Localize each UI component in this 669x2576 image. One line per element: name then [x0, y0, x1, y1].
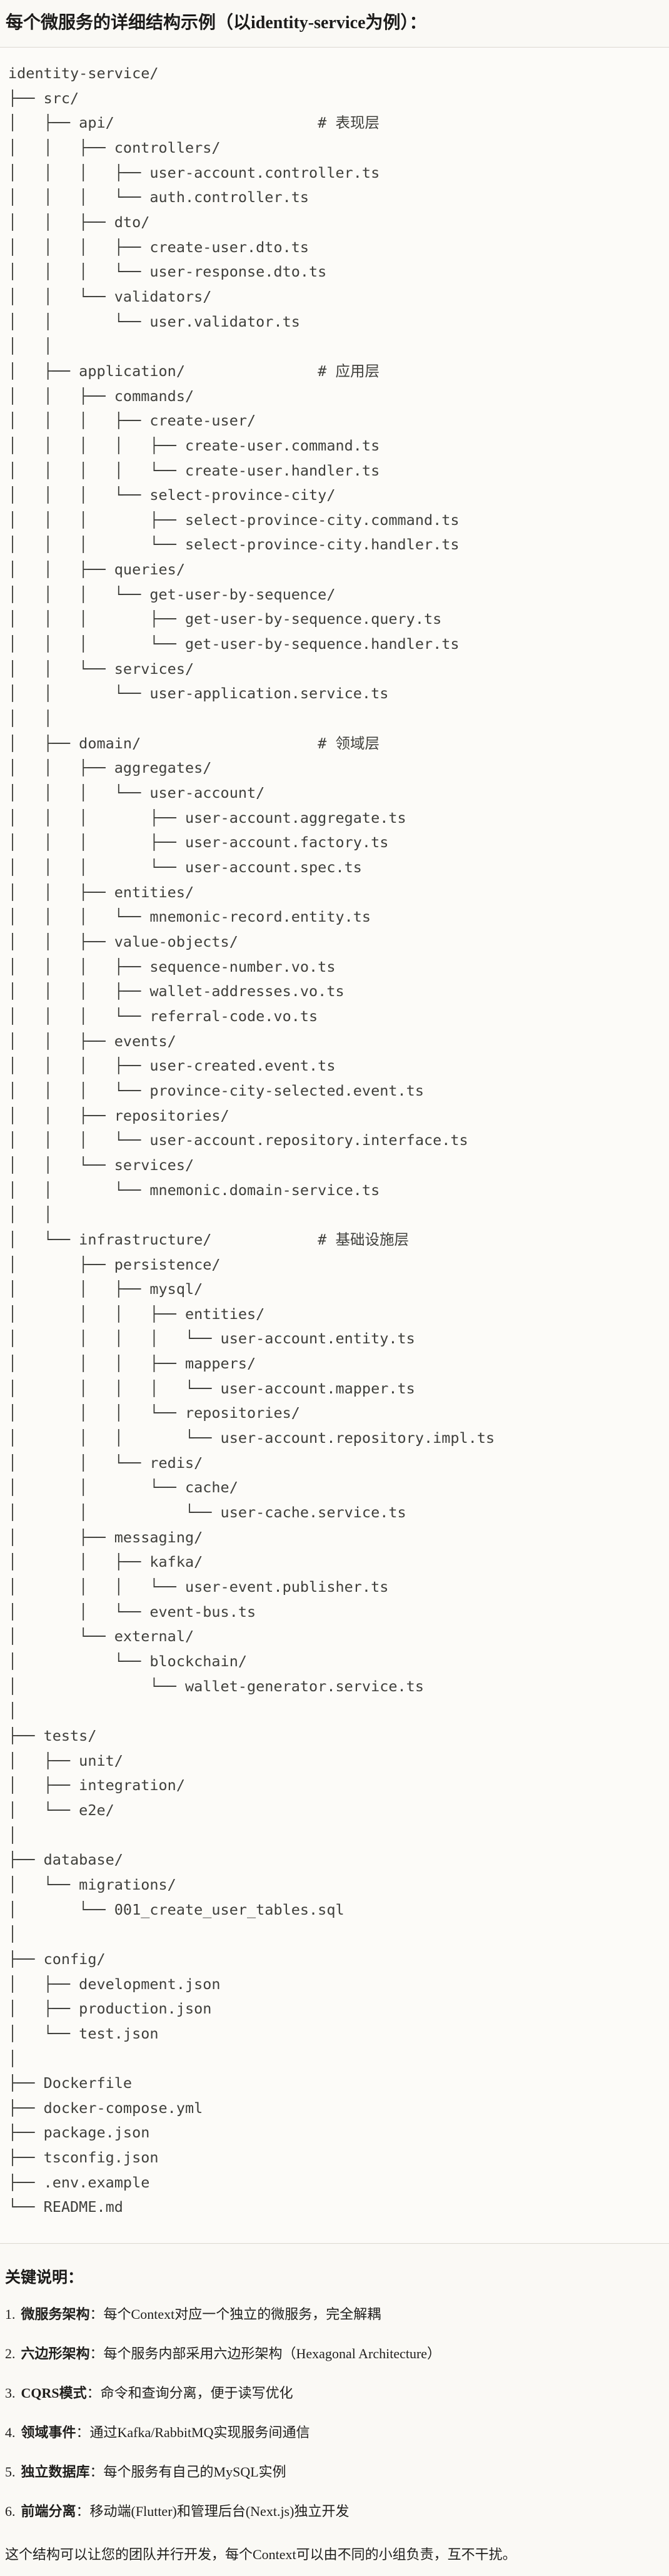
note-item-separator: ：	[89, 2464, 104, 2480]
note-item: 2. 六边形架构：每个服务内部采用六边形架构（Hexagonal Architec…	[5, 2344, 661, 2363]
code-block: identity-service/ ├── src/ │ ├── api/ # …	[0, 47, 669, 2244]
note-item-number: 5.	[5, 2464, 16, 2480]
note-item: 4. 领域事件：通过Kafka/RabbitMQ实现服务间通信	[5, 2423, 661, 2442]
note-item-description: 通过Kafka/RabbitMQ实现服务间通信	[89, 2425, 310, 2441]
note-item-term: 前端分离	[21, 2503, 76, 2520]
note-item-description: 移动端(Flutter)和管理后台(Next.js)独立开发	[89, 2503, 350, 2520]
note-item-number: 3.	[5, 2385, 16, 2401]
note-item: 3. CQRS模式：命令和查询分离，便于读写优化	[5, 2384, 661, 2403]
note-item-description: 每个Context对应一个独立的微服务，完全解耦	[103, 2306, 381, 2323]
note-item-term: 独立数据库	[21, 2464, 90, 2480]
note-item-description: 每个服务内部采用六边形架构（Hexagonal Architecture）	[103, 2346, 441, 2362]
note-item-term: 微服务架构	[21, 2306, 90, 2323]
notes-heading: 关键说明：	[5, 2269, 84, 2287]
note-item-description: 每个服务有自己的MySQL实例	[103, 2464, 286, 2480]
note-item-number: 1.	[5, 2306, 16, 2323]
note-item-number: 2.	[5, 2346, 16, 2362]
note-item-term: CQRS模式	[21, 2385, 87, 2401]
file-tree: identity-service/ ├── src/ │ ├── api/ # …	[8, 64, 495, 2216]
note-item-separator: ：	[89, 2306, 104, 2323]
note-item-separator: ：	[89, 2346, 104, 2362]
note-item-term: 领域事件	[21, 2425, 76, 2441]
note-item-separator: ：	[86, 2385, 101, 2401]
note-item: 5. 独立数据库：每个服务有自己的MySQL实例	[5, 2463, 661, 2482]
note-item: 1. 微服务架构：每个Context对应一个独立的微服务，完全解耦	[5, 2305, 661, 2324]
note-item-number: 4.	[5, 2425, 16, 2441]
note-item: 6. 前端分离：移动端(Flutter)和管理后台(Next.js)独立开发	[5, 2502, 661, 2521]
note-footer: 这个结构可以让您的团队并行开发，每个Context可以由不同的小组负责，互不干扰…	[5, 2547, 516, 2563]
note-item-number: 6.	[5, 2503, 16, 2520]
note-item-description: 命令和查询分离，便于读写优化	[100, 2385, 293, 2401]
note-item-separator: ：	[76, 2503, 90, 2520]
note-item-term: 六边形架构	[21, 2346, 90, 2362]
page-title: 每个微服务的详细结构示例（以identity-service为例）：	[6, 13, 427, 33]
note-item-separator: ：	[76, 2425, 90, 2441]
